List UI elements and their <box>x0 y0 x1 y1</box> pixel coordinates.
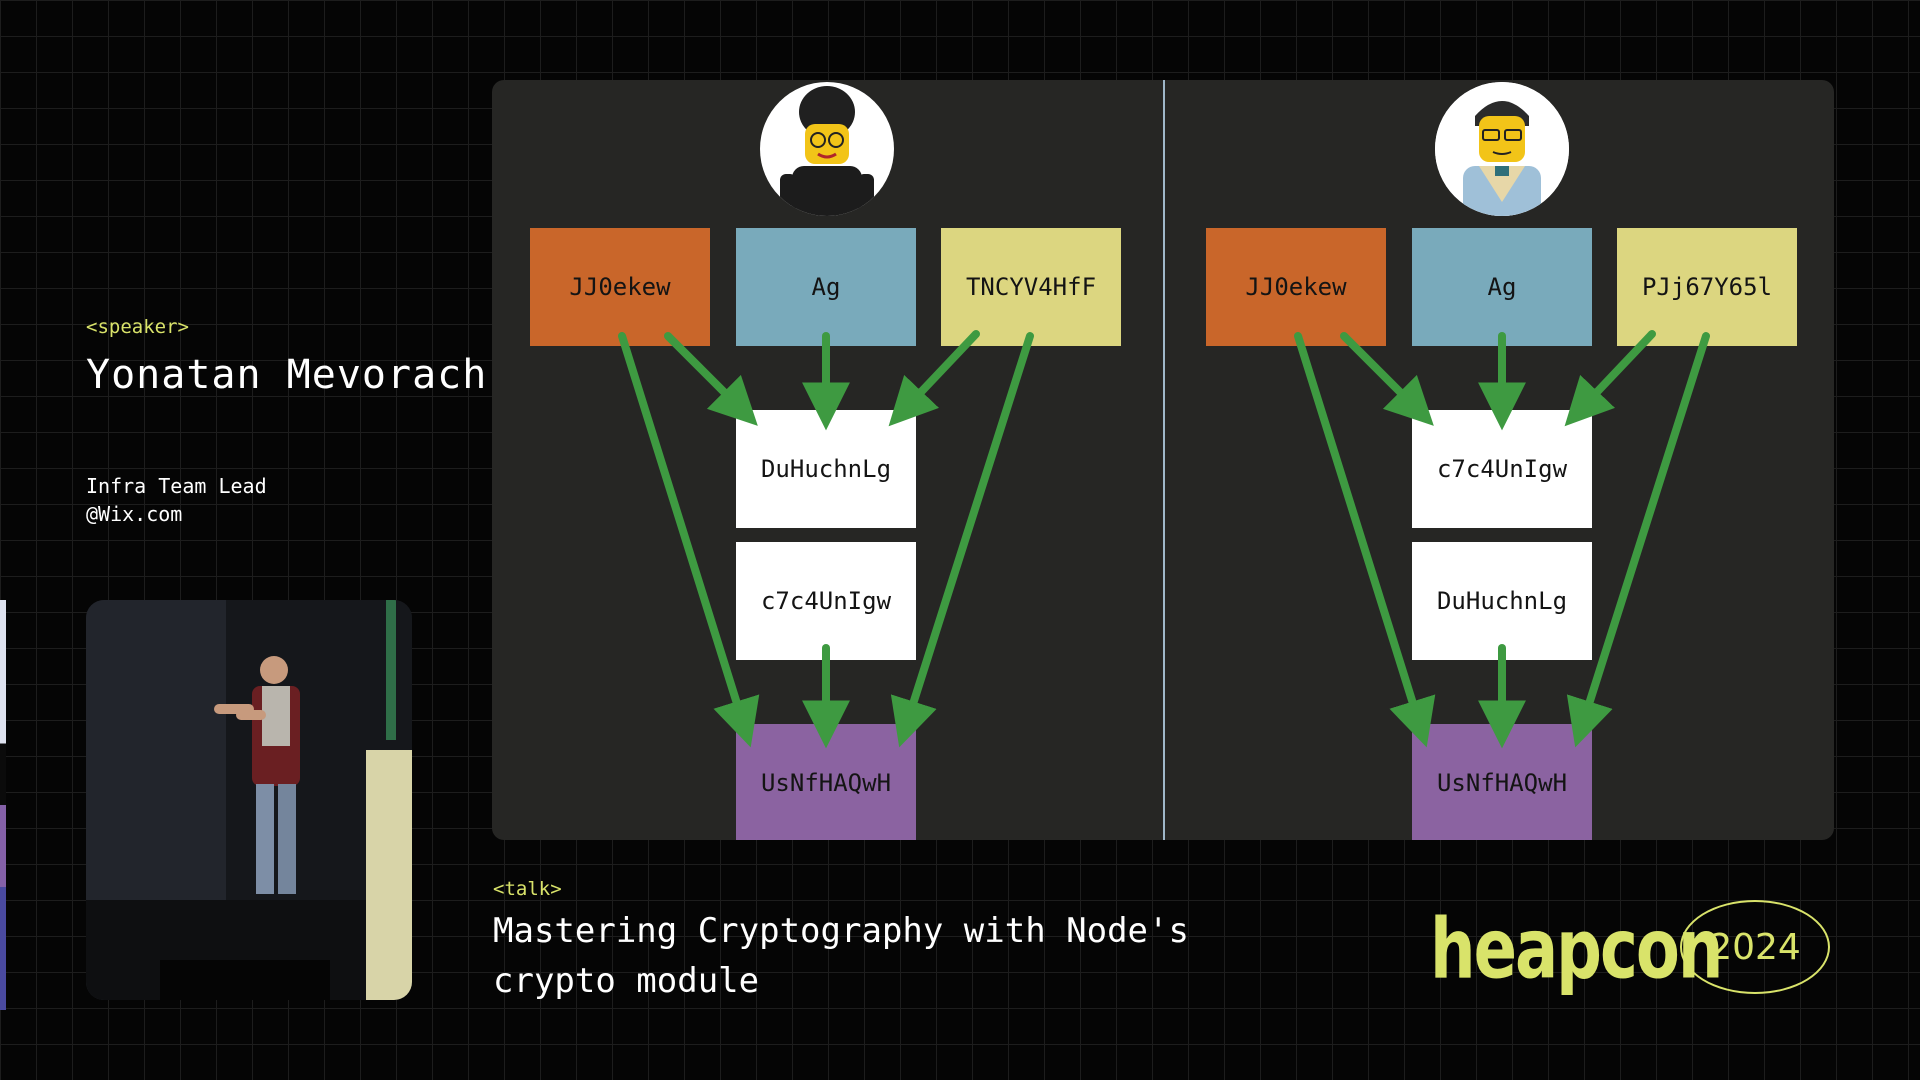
left-input-box-3: TNCYV4HfF <box>941 228 1121 346</box>
right-step-box-2: DuHuchnLg <box>1412 542 1592 660</box>
presentation-slide: JJ0ekew Ag TNCYV4HfF DuHuchnLg c7c4UnIgw… <box>492 80 1834 840</box>
arrow-l3 <box>888 330 980 427</box>
arrow-l1 <box>664 332 758 426</box>
left-input-box-1: JJ0ekew <box>530 228 710 346</box>
talk-title: Mastering Cryptography with Node's crypt… <box>493 911 1189 1001</box>
heapcon-logo: heapcon <box>1430 902 1723 999</box>
speaker-tag: <speaker> <box>86 316 189 338</box>
year-badge: 2024 <box>1680 900 1830 994</box>
panel-divider <box>1163 80 1165 840</box>
arrow-l6 <box>890 332 1034 748</box>
left-step-box-2: c7c4UnIgw <box>736 542 916 660</box>
arrow-r1 <box>1340 332 1434 426</box>
left-input-box-2: Ag <box>736 228 916 346</box>
talk-tag: <talk> <box>493 878 562 900</box>
arrow-r4 <box>1294 332 1436 748</box>
right-input-box-2: Ag <box>1412 228 1592 346</box>
arrow-r3 <box>1564 330 1656 427</box>
right-input-box-3: PJj67Y65l <box>1617 228 1797 346</box>
right-input-box-1: JJ0ekew <box>1206 228 1386 346</box>
arrow-l4 <box>618 332 760 748</box>
flow-arrows <box>618 330 1710 749</box>
arrow-r6 <box>1566 332 1710 748</box>
lego-figure-woman-icon <box>760 82 894 216</box>
speaker-video <box>86 600 412 1000</box>
side-video-strip <box>0 600 6 1010</box>
lego-figure-man-icon <box>1435 82 1569 216</box>
speaker-company: @Wix.com <box>86 502 183 526</box>
speaker-name: Yonatan Mevorach <box>86 352 488 398</box>
speaker-details: Infra Team Lead @Wix.com <box>86 472 267 528</box>
speaker-role: Infra Team Lead <box>86 474 267 498</box>
speaker-video-image <box>86 600 412 1000</box>
